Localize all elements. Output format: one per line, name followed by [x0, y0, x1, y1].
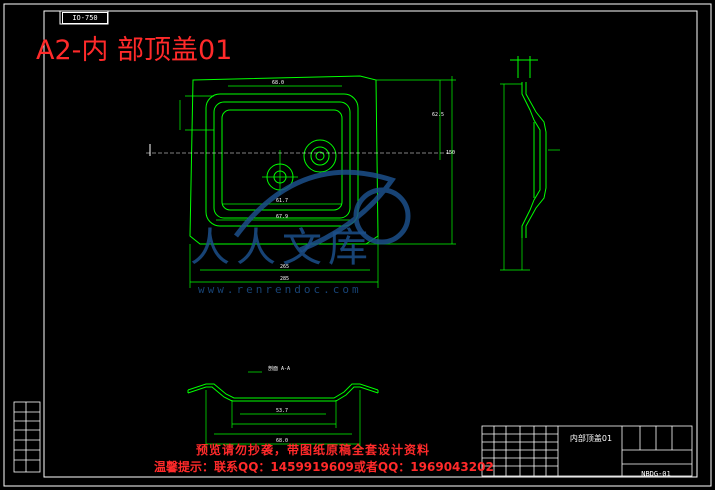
notice-line-2: 温馨提示：联系QQ：1459919609或者QQ：1969043202 — [154, 460, 494, 474]
title-block-drawing-code: NBDG-01 — [641, 470, 671, 478]
left-stamp-table — [13, 401, 41, 473]
section-caption: 剖面 A-A — [268, 366, 291, 372]
section-view-dimensions — [205, 371, 361, 450]
project-code-label: IO-750 — [62, 12, 108, 24]
side-view-dimensions — [500, 83, 560, 271]
drawing-frame-outer — [3, 3, 712, 487]
watermark-brand: 人人文库 — [190, 225, 374, 271]
drawing-frame-inner — [43, 10, 698, 478]
watermark-url: www.renrendoc.com — [198, 283, 362, 296]
watermark-swoosh — [233, 169, 411, 253]
notice-line-1: 预览请勿抄袭，带图纸原稿全套设计资料 — [196, 443, 431, 457]
section-view — [187, 383, 379, 402]
title-block-part-name: 内部顶盖01 — [569, 434, 613, 443]
dim-section-width-2: 68.0 — [276, 438, 289, 444]
dim-right-height-2: 150 — [446, 150, 456, 156]
dim-overall-width: 265 — [280, 264, 290, 270]
side-view — [510, 56, 547, 238]
dim-section-width-1: 53.7 — [276, 408, 289, 414]
plan-view-dimensions — [179, 76, 456, 288]
dim-overall-width-2: 285 — [280, 276, 290, 282]
dim-inner-width-2: 67.9 — [276, 214, 289, 220]
project-code-frame — [59, 10, 109, 25]
dim-inner-width: 61.7 — [276, 198, 289, 204]
title-block — [481, 425, 693, 477]
drawing-heading: A2-内 部顶盖01 — [36, 35, 233, 66]
dim-top-width: 68.0 — [272, 80, 285, 86]
dim-right-height: 62.5 — [432, 112, 445, 118]
